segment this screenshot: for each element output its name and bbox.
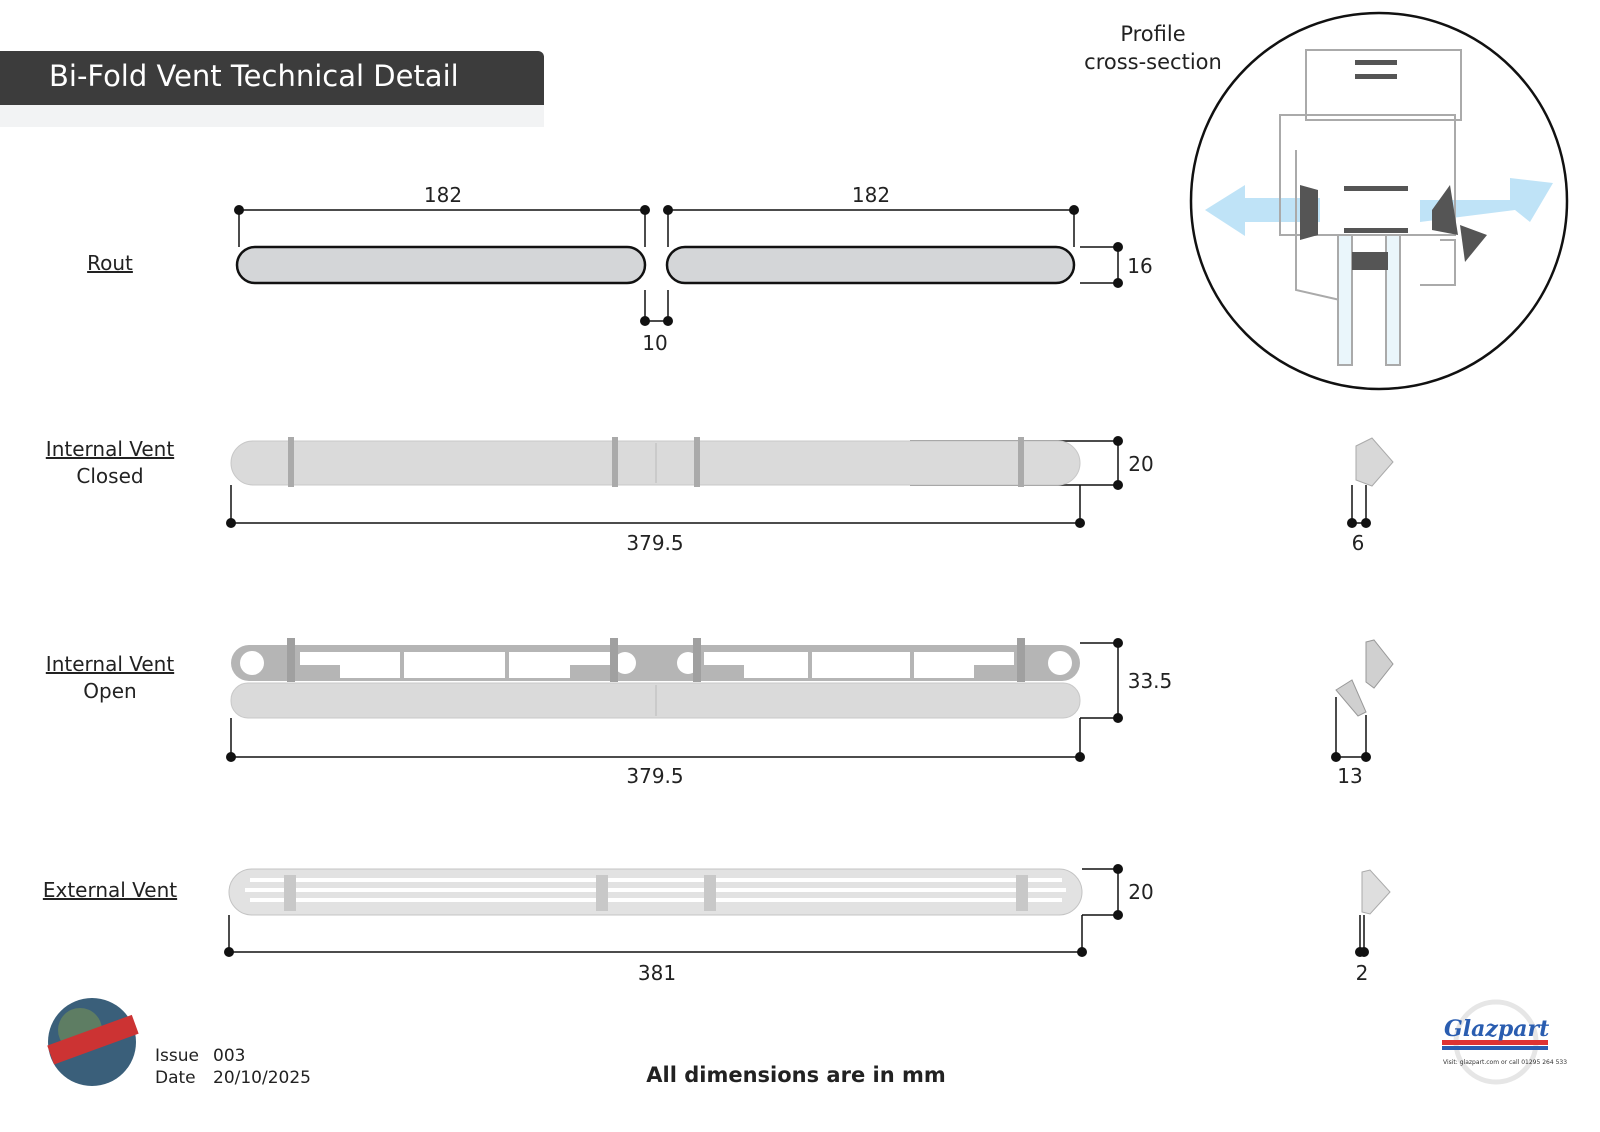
units-note: All dimensions are in mm: [646, 1063, 946, 1087]
brand-name: Glazpart: [1444, 1016, 1550, 1042]
profile-cross-section: [1189, 11, 1569, 391]
title-bar: [0, 51, 544, 105]
closed-depth-dim: 6: [1351, 531, 1365, 555]
external-vent-label: External Vent: [42, 878, 178, 902]
internal-open-label-2: Open: [83, 679, 137, 703]
date-label: Date: [155, 1068, 196, 1088]
closed-height-dim: 20: [1128, 452, 1154, 476]
internal-closed-label-2: Closed: [76, 464, 144, 488]
issue-info: Issue 003 Date 20/10/2025: [155, 1045, 311, 1089]
internal-vent-open: [230, 638, 1394, 719]
profile-title-line2: cross-section: [1084, 50, 1222, 74]
date-value: 20/10/2025: [213, 1068, 311, 1088]
external-depth-dim: 2: [1355, 961, 1369, 985]
rout-slot-right: [665, 245, 1076, 285]
open-length-dim: 379.5: [626, 764, 684, 788]
rout-label: Rout: [87, 251, 133, 275]
open-depth-dim: 13: [1337, 764, 1363, 788]
internal-open-label-1: Internal Vent: [45, 652, 175, 676]
rout-height-dim: 16: [1127, 254, 1153, 278]
external-length-dim: 381: [637, 961, 677, 985]
glazpart-globe-logo: [47, 998, 139, 1086]
closed-length-dim: 379.5: [626, 531, 684, 555]
rout-slot-2-dim: 182: [851, 183, 891, 207]
external-height-dim: 20: [1128, 880, 1154, 904]
airflow-arrow-left: [1205, 185, 1320, 236]
page-title: Bi-Fold Vent Technical Detail: [49, 59, 459, 93]
rout-slot-1-dim: 182: [423, 183, 463, 207]
dimension-lines: [228, 209, 1367, 953]
brand-contact: Visit: glazpart.com or call 01295 264 53…: [1443, 1059, 1568, 1066]
open-height-dim: 33.5: [1127, 669, 1173, 693]
rout-gap-dim: 10: [642, 331, 668, 355]
external-vent: [228, 868, 1391, 916]
title-strip: [0, 105, 544, 127]
dimension-dots: [224, 205, 1371, 957]
issue-value: 003: [213, 1046, 246, 1066]
profile-title-line1: Profile: [1120, 22, 1186, 46]
profile-title: Profile cross-section: [1053, 20, 1253, 76]
internal-closed-label-1: Internal Vent: [45, 437, 175, 461]
issue-label: Issue: [155, 1046, 199, 1066]
rout-slot-left: [235, 245, 647, 285]
internal-vent-closed: [230, 437, 1394, 487]
glazpart-brand-logo: [1442, 999, 1548, 1085]
